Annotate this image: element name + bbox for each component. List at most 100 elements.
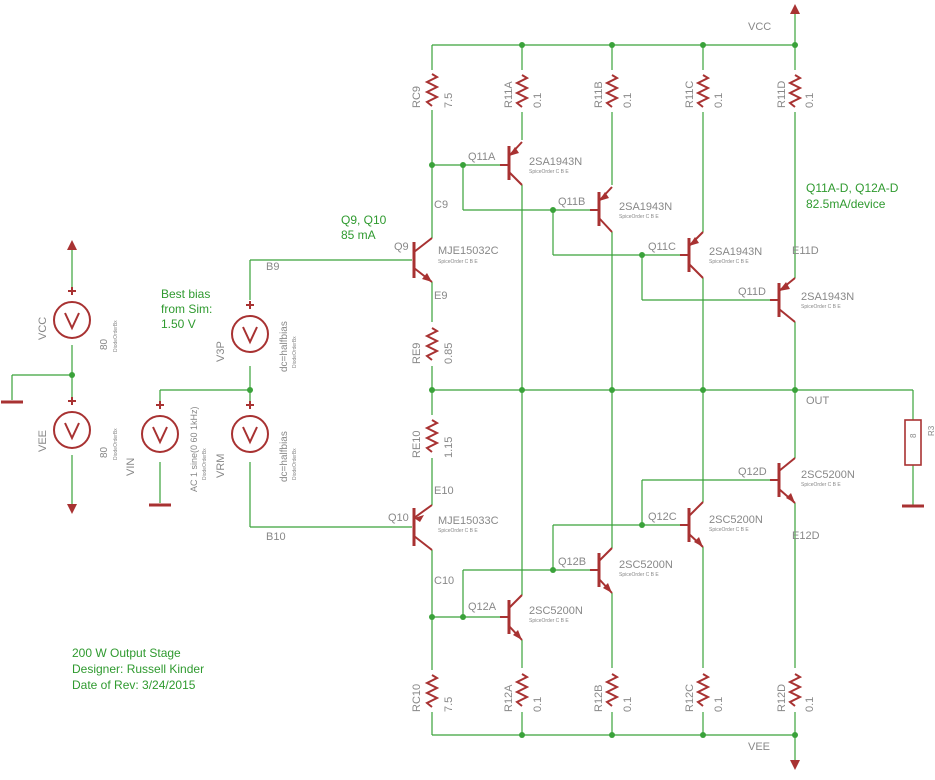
resistor-name: R12C (684, 684, 696, 712)
resistor-value: 0.1 (532, 93, 544, 108)
resistor-name: R11D (776, 81, 788, 108)
net-b10: B10 (266, 531, 286, 543)
transistor-value: MJE15032C (438, 245, 499, 257)
transistor-q12b: Q12B 2SC5200N SpiceOrder C B E (558, 547, 673, 594)
transistor-sub: SpiceOrder C B E (619, 214, 659, 220)
resistor-value: 0.1 (713, 93, 725, 108)
vee-arrow-icon (790, 760, 800, 770)
resistor-name: R11B (593, 81, 605, 108)
resistor-re9: RE9 0.85 (411, 327, 455, 364)
transistor-name: Q12A (468, 601, 497, 613)
resistor-value: 7.5 (443, 697, 455, 712)
note-bias-1: Best bias (161, 287, 210, 301)
vcc-label: VCC (748, 21, 771, 33)
load-value: 8 (909, 433, 918, 438)
title-line-1: 200 W Output Stage (72, 646, 181, 660)
vcc-arrow-icon (790, 4, 800, 14)
source-value: 80 (99, 446, 110, 458)
resistor-name: R11A (503, 81, 515, 108)
transistor-name: Q12C (648, 511, 677, 523)
transistor-q12c: Q12C 2SC5200N SpiceOrder C B E (648, 501, 763, 548)
resistor-name: RC10 (411, 684, 423, 712)
net-e11d: E11D (792, 245, 819, 257)
transistor-q11a: Q11A 2SA1943N SpiceOrder C B E (468, 141, 582, 186)
transistor-q11b: Q11B 2SA1943N SpiceOrder C B E (558, 186, 672, 233)
resistor-name: R12D (776, 684, 788, 712)
resistor-name: R12B (593, 684, 605, 712)
notes: Q9, Q10 85 mA Best bias from Sim: 1.50 V… (72, 181, 899, 692)
transistor-sub: SpiceOrder C B E (709, 259, 749, 265)
transistor-name: Q9 (394, 241, 409, 253)
note-q9q10-2: 85 mA (341, 228, 376, 242)
transistor-value: MJE15033C (438, 515, 499, 527)
load-resistor: 8 R3 (904, 419, 935, 466)
note-q11-1: Q11A-D, Q12A-D (806, 181, 899, 195)
source-name: VIN (125, 458, 137, 476)
resistor-r11c: R11C 0.1 (684, 74, 725, 108)
transistor-q10: Q10 MJE15033C SpiceOrder C B E (388, 504, 499, 551)
source-value: 80 (99, 338, 110, 350)
resistor-value: 0.1 (713, 697, 725, 712)
transistor-value: 2SC5200N (709, 514, 763, 526)
net-e9: E9 (434, 290, 447, 302)
transistor-q11d: Q11D 2SA1943N SpiceOrder C B E (738, 277, 854, 323)
transistor-name: Q11B (558, 196, 585, 208)
resistor-name: RE10 (411, 430, 423, 458)
transistor-sub: SpiceOrder C B E (801, 482, 841, 488)
resistor-r12a: R12A 0.1 (503, 673, 544, 712)
source-vin: VIN AC 1 sine(0 60 1kHz) DiodeOrderBx (125, 400, 208, 492)
source-sub: DiodeOrderBx (113, 428, 119, 460)
note-bias-2: from Sim: (161, 302, 212, 316)
resistor-r12b: R12B 0.1 (593, 673, 634, 712)
transistor-sub: SpiceOrder C B E (529, 169, 569, 175)
vee-label: VEE (748, 741, 770, 753)
source-vee: VEE 80 DiodeOrderBx (37, 396, 119, 460)
transistor-value: 2SC5200N (619, 559, 673, 571)
resistor-r11b: R11B 0.1 (593, 74, 634, 108)
out-label: OUT (806, 395, 830, 407)
resistor-value: 0.1 (804, 93, 816, 108)
resistor-name: RC9 (411, 86, 423, 108)
transistor-value: 2SA1943N (619, 201, 672, 213)
source-value: dc=halfbias (279, 321, 290, 372)
left-vee-arrow-icon (67, 504, 77, 514)
net-e10: E10 (434, 485, 454, 497)
resistor-value: 0.1 (804, 697, 816, 712)
transistor-value: 2SA1943N (709, 246, 762, 258)
transistor-sub: SpiceOrder C B E (801, 304, 841, 310)
source-sub: DiodeOrderBx (202, 448, 208, 480)
resistor-r12c: R12C 0.1 (684, 673, 725, 712)
transistor-q11c: Q11C 2SA1943N SpiceOrder C B E (648, 231, 762, 279)
transistor-name: Q11A (468, 151, 496, 163)
load-label: R3 (927, 425, 935, 436)
left-vcc-arrow-icon (67, 240, 77, 250)
transistor-value: 2SC5200N (529, 605, 583, 617)
transistor-sub: SpiceOrder C B E (529, 618, 569, 624)
net-b9: B9 (266, 261, 279, 273)
note-bias-3: 1.50 V (161, 317, 196, 331)
source-sub: DiodeOrderBx (113, 320, 119, 352)
title-line-3: Date of Rev: 3/24/2015 (72, 678, 196, 692)
net-e12d: E12D (792, 530, 820, 542)
resistor-name: RE9 (411, 343, 423, 364)
resistor-value: 7.5 (443, 93, 455, 108)
resistor-re10: RE10 1.15 (411, 419, 455, 458)
transistor-q12a: Q12A 2SC5200N SpiceOrder C B E (468, 594, 583, 641)
resistor-value: 0.1 (532, 697, 544, 712)
resistor-value: 0.1 (622, 93, 634, 108)
resistor-rc9: RC9 7.5 (411, 73, 455, 108)
resistor-value: 0.1 (622, 697, 634, 712)
source-vcc: VCC 80 DiodeOrderBx (37, 286, 119, 352)
transistor-q12d: Q12D 2SC5200N SpiceOrder C B E (738, 457, 855, 504)
resistor-value: 1.15 (443, 437, 455, 458)
net-c9: C9 (434, 199, 448, 211)
wires (11, 12, 914, 760)
title-line-2: Designer: Russell Kinder (72, 662, 204, 676)
transistor-name: Q11C (648, 241, 676, 253)
source-value: AC 1 sine(0 60 1kHz) (189, 406, 199, 492)
transistor-value: 2SA1943N (529, 156, 582, 168)
transistor-sub: SpiceOrder C B E (619, 572, 659, 578)
note-q9q10-1: Q9, Q10 (341, 213, 387, 227)
source-value: dc=halfbias (279, 431, 290, 482)
